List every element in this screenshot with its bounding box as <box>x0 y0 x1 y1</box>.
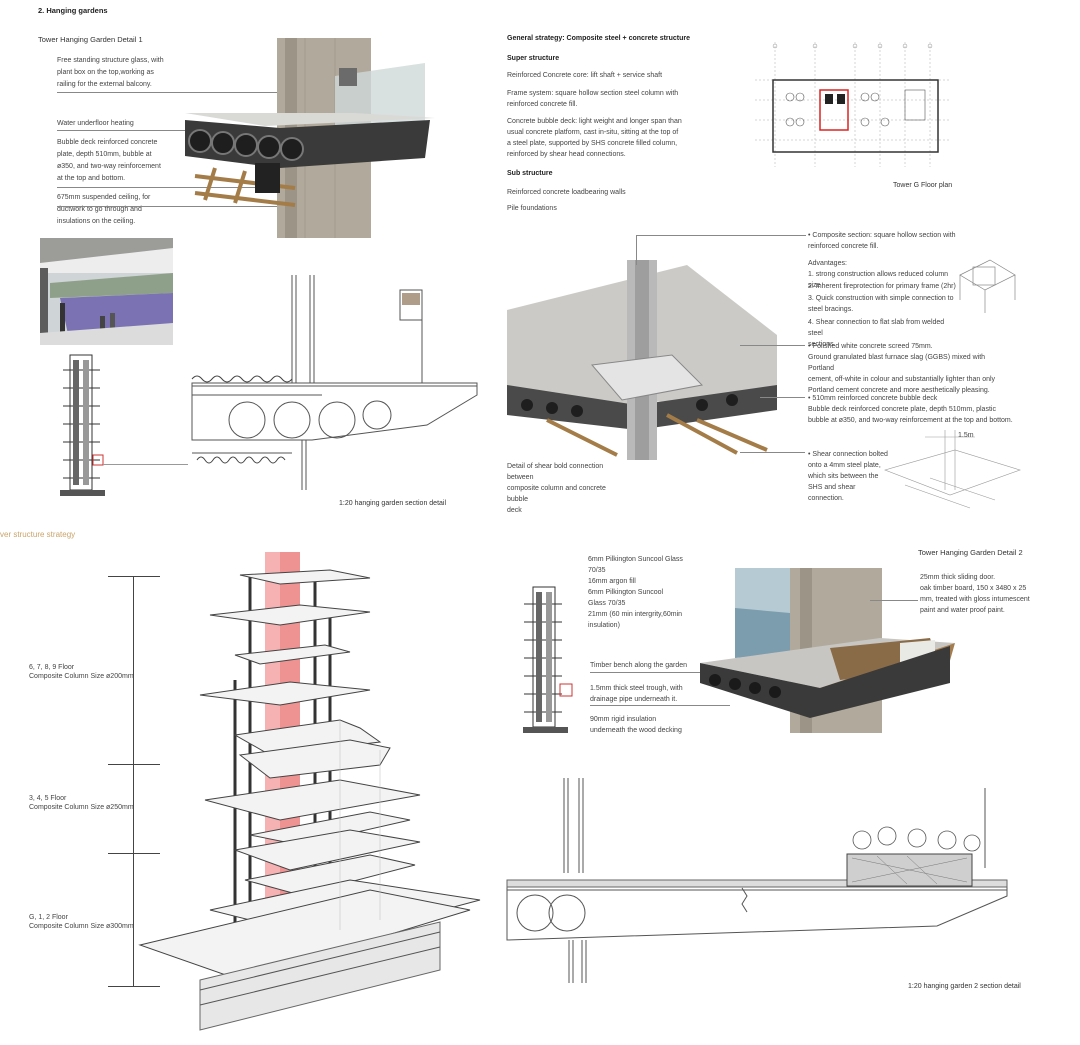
tower-section-small <box>60 354 105 496</box>
tower-section-small-2 <box>523 586 573 733</box>
tower-axonometric <box>138 552 481 1031</box>
level-size-upper: Composite Column Size ø200mm <box>29 673 134 680</box>
detail2-section-caption: 1:20 hanging garden 2 section detail <box>908 983 1021 990</box>
level-size-middle: Composite Column Size ø250mm <box>29 804 134 811</box>
section-detail-2 <box>506 778 1008 983</box>
section-detail-1 <box>191 275 478 490</box>
glass-notes: 6mm Pilkington Suncool Glass 70/35 16mm … <box>588 556 683 629</box>
shear-connection-render <box>507 260 777 460</box>
shear-connection-note: • Shear connection bolted onto a 4mm ste… <box>808 451 888 502</box>
super-item-frame: Frame system: square hollow section stee… <box>507 90 679 108</box>
sliding-door-note: 25mm thick sliding door. oak timber boar… <box>920 574 1030 614</box>
detail1-section-caption: 1:20 hanging garden section detail <box>339 500 447 507</box>
advantages-title: Advantages: <box>808 260 847 267</box>
advantage-2: 2. Inherent fireprotection for primary f… <box>808 283 956 290</box>
connection-sketch <box>884 430 1021 509</box>
detail1-note-heating: Water underfloor heating <box>57 120 134 127</box>
level-floors-lower: G, 1, 2 Floor <box>29 914 68 921</box>
super-structure-title: Super structure <box>507 55 560 62</box>
insulation-note: 90mm rigid insulation underneath the woo… <box>590 716 682 734</box>
general-strategy-title: General strategy: Composite steel + conc… <box>507 35 691 42</box>
column-sketch <box>959 259 1016 313</box>
advantage-1: 1. strong construction allows reduced co… <box>808 271 949 289</box>
floor-plan-caption: Tower G Floor plan <box>893 182 953 189</box>
detail2-render <box>700 568 955 733</box>
sub-item-walls: Reinforced concrete loadbearing walls <box>507 189 626 196</box>
tower-strategy-title: ver structure strategy <box>0 530 76 539</box>
level-floors-upper: 6, 7, 8, 9 Floor <box>29 664 75 671</box>
detail1-note-ceiling: 675mm suspended ceiling, for ductwork to… <box>57 194 151 225</box>
detail1-note-bubble: Bubble deck reinforced concrete plate, d… <box>57 139 161 182</box>
detail1-note-glass: Free standing structure glass, with plan… <box>57 57 164 88</box>
super-item-bubble-deck: Concrete bubble deck: light weight and l… <box>507 118 682 158</box>
composite-note: • Composite section: square hollow secti… <box>808 232 956 250</box>
detail2-title: Tower Hanging Garden Detail 2 <box>918 548 1023 557</box>
bubble-voids <box>188 129 304 161</box>
detail1-title: Tower Hanging Garden Detail 1 <box>38 35 143 44</box>
connection-detail-caption: Detail of shear bold connection between … <box>507 463 606 514</box>
dimension-label: 1.5m <box>958 432 974 439</box>
garden-photo <box>40 238 173 345</box>
floor-plan <box>755 42 950 167</box>
trough-note: 1.5mm thick steel trough, with drainage … <box>590 685 683 703</box>
level-floors-middle: 3, 4, 5 Floor <box>29 795 67 802</box>
sub-structure-title: Sub structure <box>507 170 553 177</box>
sub-item-piles: Pile foundations <box>507 205 557 212</box>
detail1-render <box>185 38 435 238</box>
advantage-4: 4. Shear connection to flat slab from we… <box>808 319 945 348</box>
bench-note: Timber bench along the garden <box>590 662 688 669</box>
level-size-lower: Composite Column Size ø300mm <box>29 923 134 930</box>
screed-note: • Polished white concrete screed 75mm. G… <box>808 343 996 394</box>
advantage-3: 3. Quick construction with simple connec… <box>808 295 954 313</box>
super-item-core: Reinforced Concrete core: lift shaft + s… <box>507 72 663 79</box>
bubble-deck-note: • 510mm reinforced concrete bubble deck … <box>808 395 1013 424</box>
section-title: 2. Hanging gardens <box>38 6 108 15</box>
